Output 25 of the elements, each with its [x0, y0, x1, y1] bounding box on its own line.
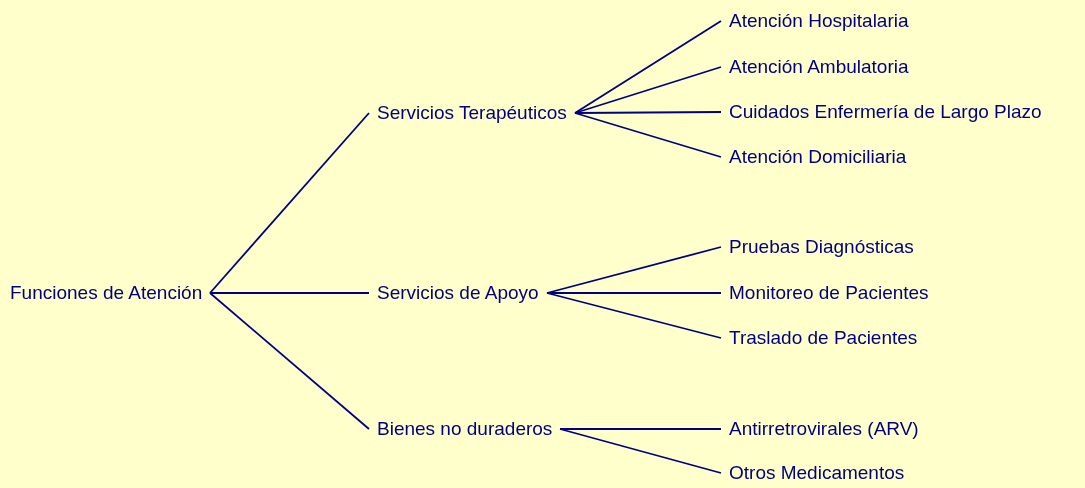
node-label: Servicios Terapéuticos [369, 101, 575, 125]
connector-line [546, 292, 722, 294]
node-label: Bienes no duraderos [369, 417, 561, 441]
node-label: Servicios de Apoyo [369, 281, 547, 305]
node-label: Funciones de Atención [2, 281, 211, 305]
connector-line [209, 292, 370, 430]
connector-line [559, 428, 722, 430]
node-label: Cuidados Enfermería de Largo Plazo [721, 100, 1050, 124]
connector-line [209, 112, 370, 294]
node-label: Pruebas Diagnósticas [721, 235, 922, 259]
connector-line [559, 428, 722, 474]
node-label: Atención Ambulatoria [721, 55, 917, 79]
node-label: Atención Domiciliaria [721, 145, 915, 169]
connector-line [574, 20, 722, 114]
node-label: Traslado de Pacientes [721, 326, 926, 350]
node-label: Otros Medicamentos [721, 461, 913, 485]
node-label: Monitoreo de Pacientes [721, 281, 937, 305]
connector-line [209, 292, 370, 294]
connector-line [574, 66, 722, 114]
node-label: Atención Hospitalaria [721, 9, 917, 33]
connector-line [546, 292, 722, 339]
connector-line [574, 111, 722, 114]
connector-line [546, 246, 722, 294]
connector-line [574, 112, 722, 158]
node-label: Antirretrovirales (ARV) [721, 417, 927, 441]
